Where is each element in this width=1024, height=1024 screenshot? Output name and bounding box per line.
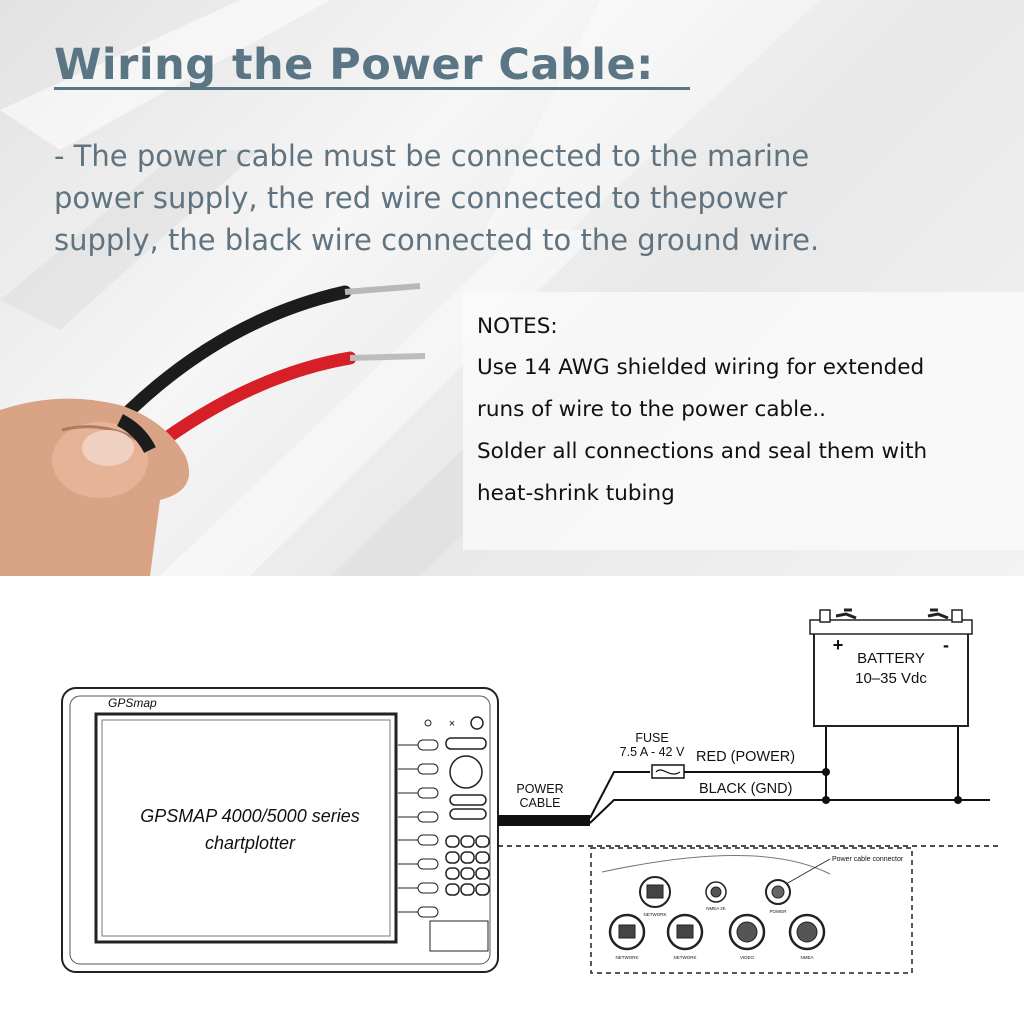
intro-text: - The power cable must be connected to t… <box>54 135 1014 261</box>
battery-plus: + <box>833 635 844 655</box>
battery-label: BATTERY <box>857 650 925 667</box>
device-name-line1: GPSMAP 4000/5000 series <box>140 806 359 826</box>
power-cable: POWER CABLE FUSE 7.5 A - 42 V RED (POWER… <box>498 726 998 847</box>
notes-line: runs of wire to the power cable.. <box>477 397 827 422</box>
red-wire-photo <box>143 351 357 457</box>
black-wire-strands <box>344 283 421 295</box>
svg-text:×: × <box>449 718 455 730</box>
connector-callout: Power cable connector <box>832 856 904 863</box>
wire-photo <box>0 283 426 576</box>
device-name-line2: chartplotter <box>205 833 296 853</box>
intro-line: - The power cable must be connected to t… <box>54 139 810 173</box>
fuse-label: FUSE <box>635 731 668 745</box>
black-wire-photo <box>113 285 352 427</box>
black-wire-label: BLACK (GND) <box>699 781 792 797</box>
battery-minus: - <box>943 635 949 655</box>
red-wire-line <box>589 771 650 819</box>
page-title: Wiring the Power Cable: <box>54 40 654 90</box>
port-label: NETWORK <box>644 912 667 917</box>
power-cable-label-1: POWER <box>516 782 563 796</box>
chartplotter-device: GPSmap GPSMAP 4000/5000 series chartplot… <box>61 687 499 973</box>
battery-voltage: 10–35 Vdc <box>855 670 927 687</box>
notes-line: heat-shrink tubing <box>477 481 675 506</box>
port-label: NMEA <box>800 955 813 960</box>
port-label: POWER <box>769 909 787 914</box>
red-wire-label: RED (POWER) <box>696 749 795 765</box>
port-label: NETWORK <box>674 955 697 960</box>
intro-line: power supply, the red wire connected to … <box>54 181 788 215</box>
device-screen <box>94 712 398 944</box>
top-panel: Wiring the Power Cable: - The power cabl… <box>0 0 1024 576</box>
notes-line: Solder all connections and seal them wit… <box>477 439 928 464</box>
notes-heading: NOTES: <box>477 314 558 339</box>
notes-box: NOTES: Use 14 AWG shielded wiring for ex… <box>463 292 1024 550</box>
thumbnail <box>82 430 134 466</box>
port-label: NMEA 2K <box>706 906 726 911</box>
black-wire-line <box>589 799 990 824</box>
soft-keys <box>398 739 439 918</box>
notes-line: Use 14 AWG shielded wiring for extended <box>477 355 925 380</box>
port-label: VIDEO <box>740 955 755 960</box>
rear-connector-panel: Power cable connector NETWORK NMEA 2K PO… <box>590 847 913 974</box>
port-label: NETWORK <box>616 955 639 960</box>
fuse-symbol <box>651 764 685 779</box>
red-wire-strands <box>349 353 426 361</box>
power-cable-label-2: CABLE <box>520 796 561 810</box>
intro-line: supply, the black wire connected to the … <box>54 223 820 257</box>
wiring-diagram: GPSmap GPSMAP 4000/5000 series chartplot… <box>61 608 998 974</box>
fuse-rating: 7.5 A - 42 V <box>620 745 685 759</box>
title-underline <box>54 87 690 90</box>
device-brand: GPSmap <box>108 696 157 710</box>
battery: + - BATTERY 10–35 Vdc <box>809 608 973 727</box>
